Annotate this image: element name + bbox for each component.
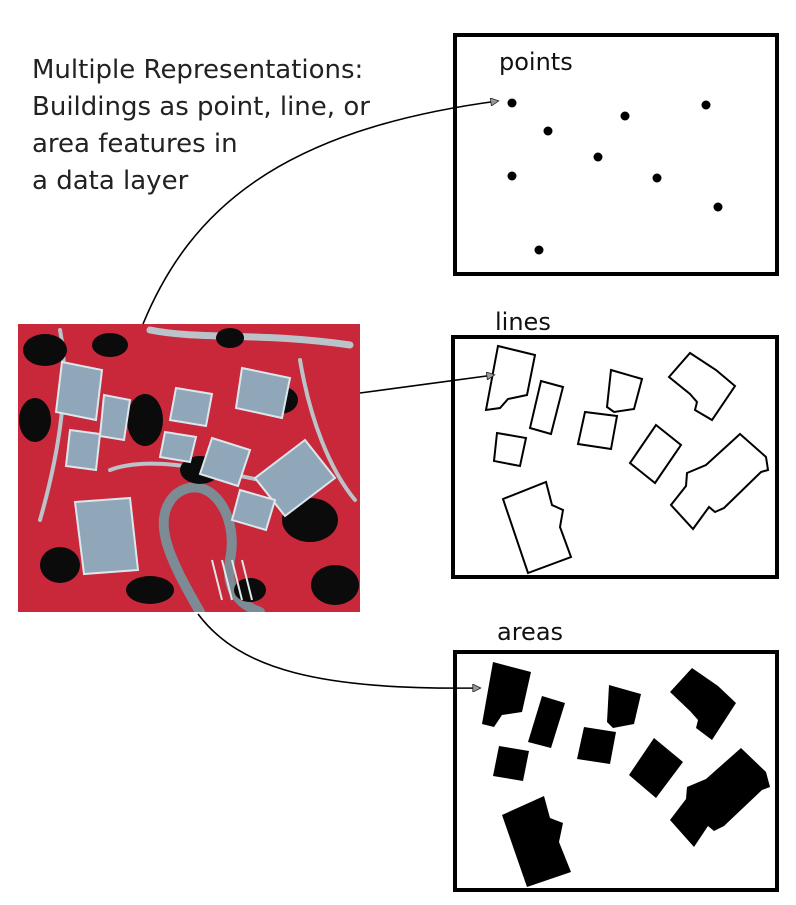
areas-panel-title: areas (497, 618, 563, 646)
building-area (528, 696, 565, 748)
building-outline (628, 423, 683, 485)
building-outline (501, 480, 573, 575)
building-point (507, 171, 517, 181)
building-area (629, 738, 683, 798)
building-point (713, 202, 723, 212)
building-point (593, 152, 603, 162)
arrow-to-lines (359, 375, 494, 394)
points-panel (453, 33, 779, 276)
building-point (701, 100, 711, 110)
caption-line-2: Buildings as point, line, or (32, 92, 370, 122)
building-outline (528, 379, 565, 436)
lines-panel-title: lines (495, 308, 551, 336)
building-areas (482, 662, 770, 887)
building-point (620, 111, 630, 121)
building-point (534, 245, 544, 255)
building-area (670, 748, 770, 847)
building-point (543, 126, 553, 136)
building-point (507, 98, 517, 108)
building-area (502, 796, 571, 887)
building-outlines (484, 344, 770, 575)
caption-line-1: Multiple Representations: (32, 55, 363, 85)
caption-line-4: a data layer (32, 166, 189, 196)
building-outline (667, 351, 737, 422)
arrow-to-areas (197, 613, 480, 688)
building-outline (669, 432, 770, 531)
points-panel-title: points (499, 48, 573, 76)
photo-rooftops (54, 360, 337, 576)
building-point (652, 173, 662, 183)
building-area (482, 662, 531, 727)
building-outline (484, 344, 537, 412)
building-area (607, 685, 641, 728)
caption: Multiple Representations: Buildings as p… (32, 55, 370, 196)
building-outline (492, 431, 528, 468)
building-outline (605, 368, 644, 414)
building-area (493, 746, 529, 781)
photo-shadows (19, 328, 359, 605)
photo-parking (211, 559, 253, 601)
building-points (507, 98, 723, 255)
building-area (577, 727, 616, 764)
lines-panel (451, 335, 779, 579)
building-area (670, 668, 736, 740)
building-outline (576, 410, 619, 451)
connector-arrows (142, 101, 498, 688)
aerial-photo (18, 324, 360, 612)
arrow-to-points (142, 101, 498, 325)
caption-line-3: area features in (32, 129, 238, 159)
